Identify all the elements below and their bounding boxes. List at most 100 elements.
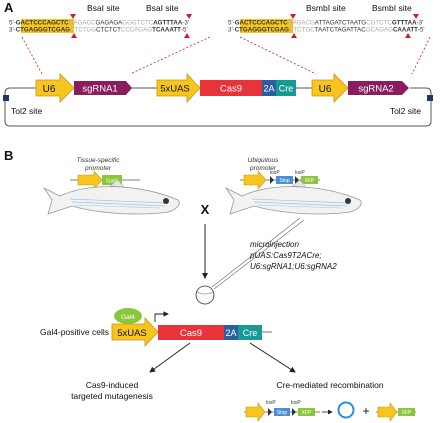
gal4-gene-label: Gal4 [106, 179, 118, 185]
gal4-protein-label: Gal4 [121, 314, 135, 321]
loxp-site [268, 408, 272, 416]
u6-promoter-2 [311, 73, 349, 103]
seq-end: 3'- [228, 27, 235, 34]
panel-b-label: B [4, 148, 13, 163]
seq-site: GAGACG [288, 20, 315, 27]
right-seq-highlight [240, 19, 293, 33]
cut-marker [70, 14, 76, 19]
tol2-site-marker-right [427, 95, 433, 101]
bsmbi-site-label-1: BsmbI site [306, 3, 346, 13]
right-sequence: 5'-GACTCCCAGCTCGAGACGATTAGATCTAATGCGTCTC… [228, 19, 425, 34]
seq-highlight: CTGAGGGTCGAG [16, 27, 70, 34]
seq-end: 5'- [228, 20, 235, 27]
cre-block-b [238, 325, 262, 340]
embryo [195, 285, 215, 305]
seq-spacer: ATTAGATCTAATG [315, 20, 367, 27]
recomb-xfp-label: XFP [302, 410, 312, 416]
zebrafish-right [224, 179, 362, 215]
cut-marker [71, 33, 77, 38]
ubiq-promoter-label-1: Ubiquitous [248, 157, 279, 164]
plasmid-backbone [4, 87, 432, 127]
tissue-promoter-arrow [77, 170, 103, 190]
seq-end: -5' [418, 27, 425, 34]
svg-text:3'-CTGAGGGTCGAGCTCTGGCTCTCTCCC: 3'-CTGAGGGTCGAGCTCTGGCTCTCTCCCAGAGTCAAAT… [9, 27, 188, 34]
tol2-site-marker-left [3, 95, 9, 101]
construct-a: U6 sgRNA1 5xUAS Cas9 2A Cre U6 sgRNA2 [35, 72, 409, 104]
zoom-line [411, 36, 431, 75]
microinjection-label: microinjection [250, 240, 299, 249]
recomb-promoter-arrow [245, 402, 266, 422]
u6-label-2: U6 [319, 84, 332, 95]
loxp-label: loxP [295, 170, 305, 176]
stop-label: Stop [279, 178, 290, 184]
xfp-gene [301, 176, 318, 184]
bsai-site-label-2: BsaI site [146, 3, 179, 13]
twoA-label-b: 2A [225, 328, 236, 338]
recombination-product: loxP Stop loxP XFP + XFP [244, 400, 416, 422]
svg-text:3'-CTGAGGGTCGAGCTCTGCTAATCTAGA: 3'-CTGAGGGTCGAGCTCTGCTAATCTAGATTACGCAGAG… [228, 27, 425, 34]
tol2-site-label-left: Tol2 site [11, 106, 42, 116]
mutagenesis-label-1: Cas9-induced [86, 380, 139, 390]
loxp-site [295, 176, 299, 184]
zebrafish-left [42, 179, 180, 215]
cut-marker [184, 33, 190, 38]
cut-marker [290, 14, 296, 19]
twoA-block [262, 80, 276, 96]
tol2-site-label-right: Tol2 site [390, 106, 421, 116]
seq-end: 3'- [9, 27, 16, 34]
seq-highlight: CTGAGGGTCGAG [235, 27, 289, 34]
transcription-arrow [154, 311, 169, 322]
injection-needle [211, 217, 301, 288]
recomb-stop [274, 408, 290, 416]
ubiq-promoter-arrow [243, 170, 267, 190]
seq-highlight: GACTCCCAGCTC [16, 20, 69, 27]
zoom-line [239, 36, 317, 75]
uas-promoter [156, 72, 201, 104]
loxp-site [270, 176, 274, 184]
seq-site: CGTCTC [366, 20, 392, 27]
recomb-xfp-label-2: XFP [402, 410, 412, 416]
zoom-line [129, 36, 211, 75]
uas-label-b: 5xUAS [117, 328, 147, 339]
cre-block [276, 80, 296, 96]
cas9-label-b: Cas9 [180, 328, 202, 339]
recomb-loxp-label-1: loxP [266, 400, 276, 406]
cut-marker [413, 14, 419, 19]
recomb-loxp-label-2: loxP [291, 400, 301, 406]
recomb-xfp-2 [398, 408, 415, 416]
recombination-arrow [249, 342, 296, 373]
seq-site: GGGTCTC [122, 20, 153, 27]
recomb-promoter-arrow-2 [377, 402, 398, 422]
recomb-xfp [298, 408, 315, 416]
seq-spacer: CTCTCT [96, 27, 121, 34]
seq-site: CCCAGAG [121, 27, 152, 34]
cross-symbol: X [201, 202, 210, 217]
xfp-label: XFP [305, 178, 315, 184]
panel-a-label: A [4, 0, 14, 15]
left-sequence: 5'-GACTCCCAGCTCGAGACCGAGAGAGGGTCTCAGTTTA… [9, 19, 189, 34]
seq-spacer: TAATCTAGATTAC [315, 27, 367, 34]
injection-needle [213, 219, 305, 290]
twoA-label: 2A [263, 84, 274, 94]
cre-label: Cre [279, 84, 294, 94]
seq-end-bold: CAAATT [393, 27, 418, 34]
loxp-site [292, 408, 296, 416]
zoom-line [21, 36, 43, 75]
tissue-promoter-label-2: promoter [84, 165, 112, 172]
microinjection-plasmid-1: pUAS:Cas9T2ACre; [249, 251, 322, 260]
cas9-label: Cas9 [220, 84, 242, 95]
recomb-stop-label: Stop [277, 410, 288, 416]
left-seq-highlight [21, 19, 74, 33]
seq-end: -3' [182, 20, 189, 27]
recombination-label: Cre-mediated recombination [276, 380, 384, 390]
cut-marker [186, 14, 192, 19]
mutagenesis-arrow [149, 342, 191, 373]
uas-promoter-b [111, 316, 159, 348]
seq-site: GAGACC [69, 20, 96, 27]
seq-end-bold: AGTTTAA [153, 20, 183, 27]
uas-label: 5xUAS [160, 84, 190, 95]
seq-spacer: GAGAGA [95, 20, 123, 27]
cas9-block-b [158, 325, 224, 340]
plus-sign: + [362, 404, 369, 418]
